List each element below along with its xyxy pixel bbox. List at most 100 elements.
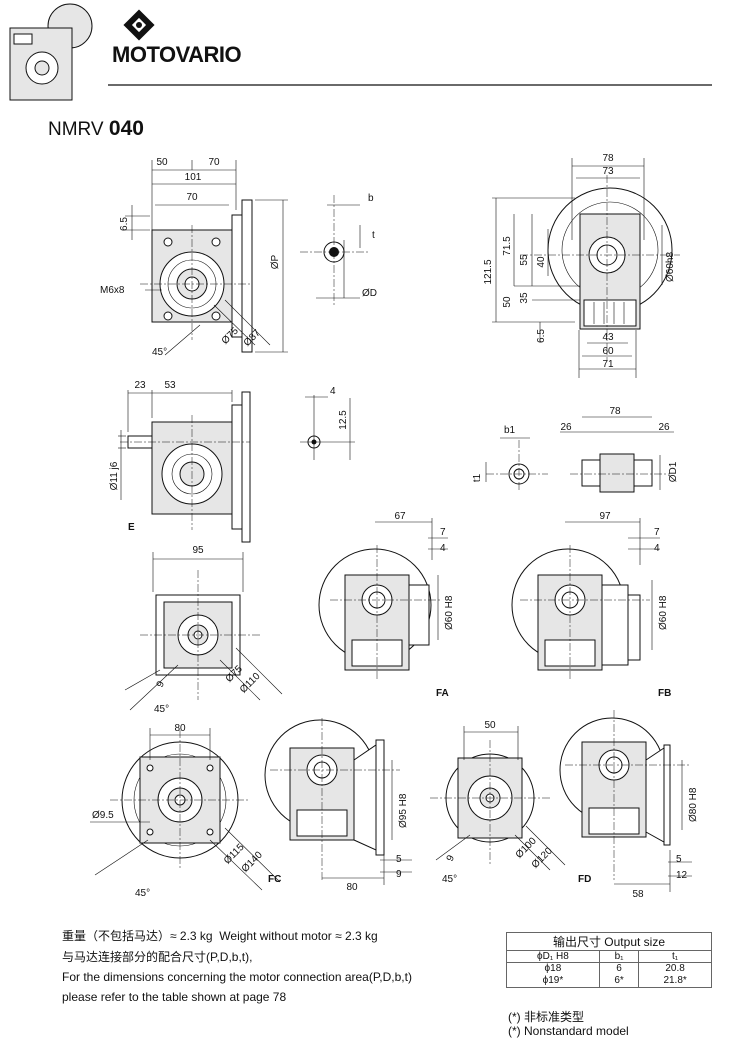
dim-26b: 26 (658, 422, 670, 433)
label-fb: FB (658, 688, 671, 699)
cell-b1: 6 6* (598, 962, 640, 988)
label-fa: FA (436, 688, 449, 699)
dim-121-5: 121.5 (483, 259, 494, 284)
dim-50b: 50 (484, 720, 496, 731)
dim-phi-60-h8: Ø60 H8 (444, 595, 455, 630)
dim-phi-9-5: Ø9.5 (92, 810, 114, 821)
weight-line: 重量（不包括马达）≈ 2.3 kg Weight without motor ≈… (62, 929, 378, 944)
dim-50: 50 (156, 157, 168, 168)
dim-6-5: 6.5 (119, 217, 130, 231)
dim-12-5: 12.5 (338, 410, 349, 430)
dim-4: 4 (654, 543, 660, 554)
col-t1: t₁ (638, 950, 712, 963)
dim-40: 40 (536, 256, 547, 268)
dim-71-5: 71.5 (502, 236, 513, 256)
dim-12: 12 (676, 870, 688, 881)
dim-5: 5 (396, 854, 402, 865)
dim-6-5: 6.5 (536, 329, 547, 343)
note-en: (*) Nonstandard model (508, 1024, 629, 1038)
dim-26a: 26 (560, 422, 572, 433)
view-fa-side: 67 7 4 Ø60 H8 FA (318, 511, 455, 699)
dim-b: b (368, 193, 374, 204)
label-e: E (128, 522, 135, 533)
view-fa-front: 95 9 45° Ø75 Ø110 (124, 545, 283, 715)
dim-45: 45° (154, 704, 169, 715)
dim-phi-11-j6: Ø11 j6 (109, 461, 120, 490)
dim-phi-95-h8: Ø95 H8 (398, 793, 409, 828)
dim-phi-140: Ø140 (240, 849, 265, 874)
view-fd-front: 50 9 45° Ø100 Ø120 (430, 720, 566, 885)
dim-95: 95 (192, 545, 204, 556)
view-e: 23 53 Ø11 j6 E (109, 380, 251, 543)
connection-note-en-2: please refer to the table shown at page … (62, 990, 287, 1004)
dim-m6x8: M6x8 (100, 285, 125, 296)
cell-d1: ϕ18 ϕ19* (506, 962, 600, 988)
dim-phi-60h8: Ø60h8 (665, 252, 676, 282)
view-fb-side: 97 7 4 Ø60 H8 FB (511, 511, 671, 699)
label-fd: FD (578, 874, 591, 885)
view-fc-front: 80 Ø9.5 45° Ø115 Ø140 (90, 723, 281, 899)
dim-45: 45° (135, 888, 150, 899)
label-fc: FC (268, 874, 281, 885)
dim-7: 7 (654, 527, 660, 538)
brand-name: MOTOVARIO (112, 42, 242, 67)
output-size-title: 输出尺寸 Output size (506, 932, 712, 951)
product-thumbnail (9, 3, 93, 101)
dim-phi-p: ØP (270, 254, 281, 269)
dim-23: 23 (134, 380, 146, 391)
dim-phi-60-h8: Ø60 H8 (658, 595, 669, 630)
cell-t1: 20.8 21.8* (638, 962, 712, 988)
dim-45: 45° (152, 347, 167, 358)
dim-phi-d1: ØD1 (668, 461, 679, 482)
dim-55: 55 (519, 254, 530, 266)
col-b1: b₁ (598, 950, 640, 963)
view-fc-side: Ø95 H8 5 9 80 FC (264, 718, 412, 893)
dim-4: 4 (440, 543, 446, 554)
dim-80: 80 (174, 723, 186, 734)
output-size-table: 输出尺寸 Output size ϕD₁ H8 b₁ t₁ ϕ18 ϕ19* 6… (506, 932, 712, 988)
dim-43: 43 (602, 332, 614, 343)
col-d1: ϕD₁ H8 (506, 950, 600, 963)
dim-53: 53 (164, 380, 176, 391)
dim-45: 45° (442, 874, 457, 885)
dim-70b: 70 (186, 192, 198, 203)
weight-zh: 重量（不包括马达）≈ 2.3 kg (62, 929, 213, 943)
dim-97: 97 (599, 511, 611, 522)
dim-58: 58 (632, 889, 644, 900)
dim-phi-80-h8: Ø80 H8 (688, 787, 699, 822)
weight-en: Weight without motor ≈ 2.3 kg (219, 929, 378, 943)
dim-9: 9 (445, 853, 458, 863)
view-top-right: 78 73 121.5 71.5 55 40 50 35 6.5 43 60 7… (483, 153, 680, 378)
connection-note-en: For the dimensions concerning the motor … (62, 970, 412, 984)
dim-70: 70 (208, 157, 220, 168)
dim-71: 71 (602, 359, 614, 370)
note-zh: (*) 非标准类型 (508, 1010, 584, 1024)
dim-4: 4 (330, 386, 336, 397)
dim-73: 73 (602, 166, 614, 177)
dim-9: 9 (155, 679, 168, 689)
model-title: NMRV 040 (48, 117, 144, 141)
dim-78: 78 (602, 153, 614, 164)
dim-80b: 80 (346, 882, 358, 893)
model-prefix: NMRV (48, 119, 104, 140)
view-key: 4 12.5 (300, 386, 355, 460)
model-number: 040 (108, 117, 144, 140)
brand-logo-icon (123, 9, 155, 41)
view-main-side: 50 70 101 70 6.5 M6x8 ØP 45° Ø75 Ø87 (100, 157, 288, 358)
dim-35: 35 (519, 292, 530, 304)
dim-78b: 78 (609, 406, 621, 417)
dim-phi-120: Ø120 (530, 845, 555, 870)
dim-9: 9 (396, 869, 402, 880)
dim-t1: t1 (472, 473, 483, 482)
dim-phi-d: ØD (362, 288, 377, 299)
connection-note-zh: 与马达连接部分的配合尺寸(P,D,b,t), (62, 950, 253, 964)
view-shaft-section: b t ØD (300, 193, 377, 305)
view-fd-side: Ø80 H8 5 12 58 FD (559, 710, 699, 900)
dim-t: t (372, 230, 375, 241)
dim-7: 7 (440, 527, 446, 538)
dim-101: 101 (185, 172, 202, 183)
dim-67: 67 (394, 511, 406, 522)
view-hollow-shaft: b1 t1 78 26 26 ØD1 (472, 406, 679, 493)
dim-60: 60 (602, 346, 614, 357)
